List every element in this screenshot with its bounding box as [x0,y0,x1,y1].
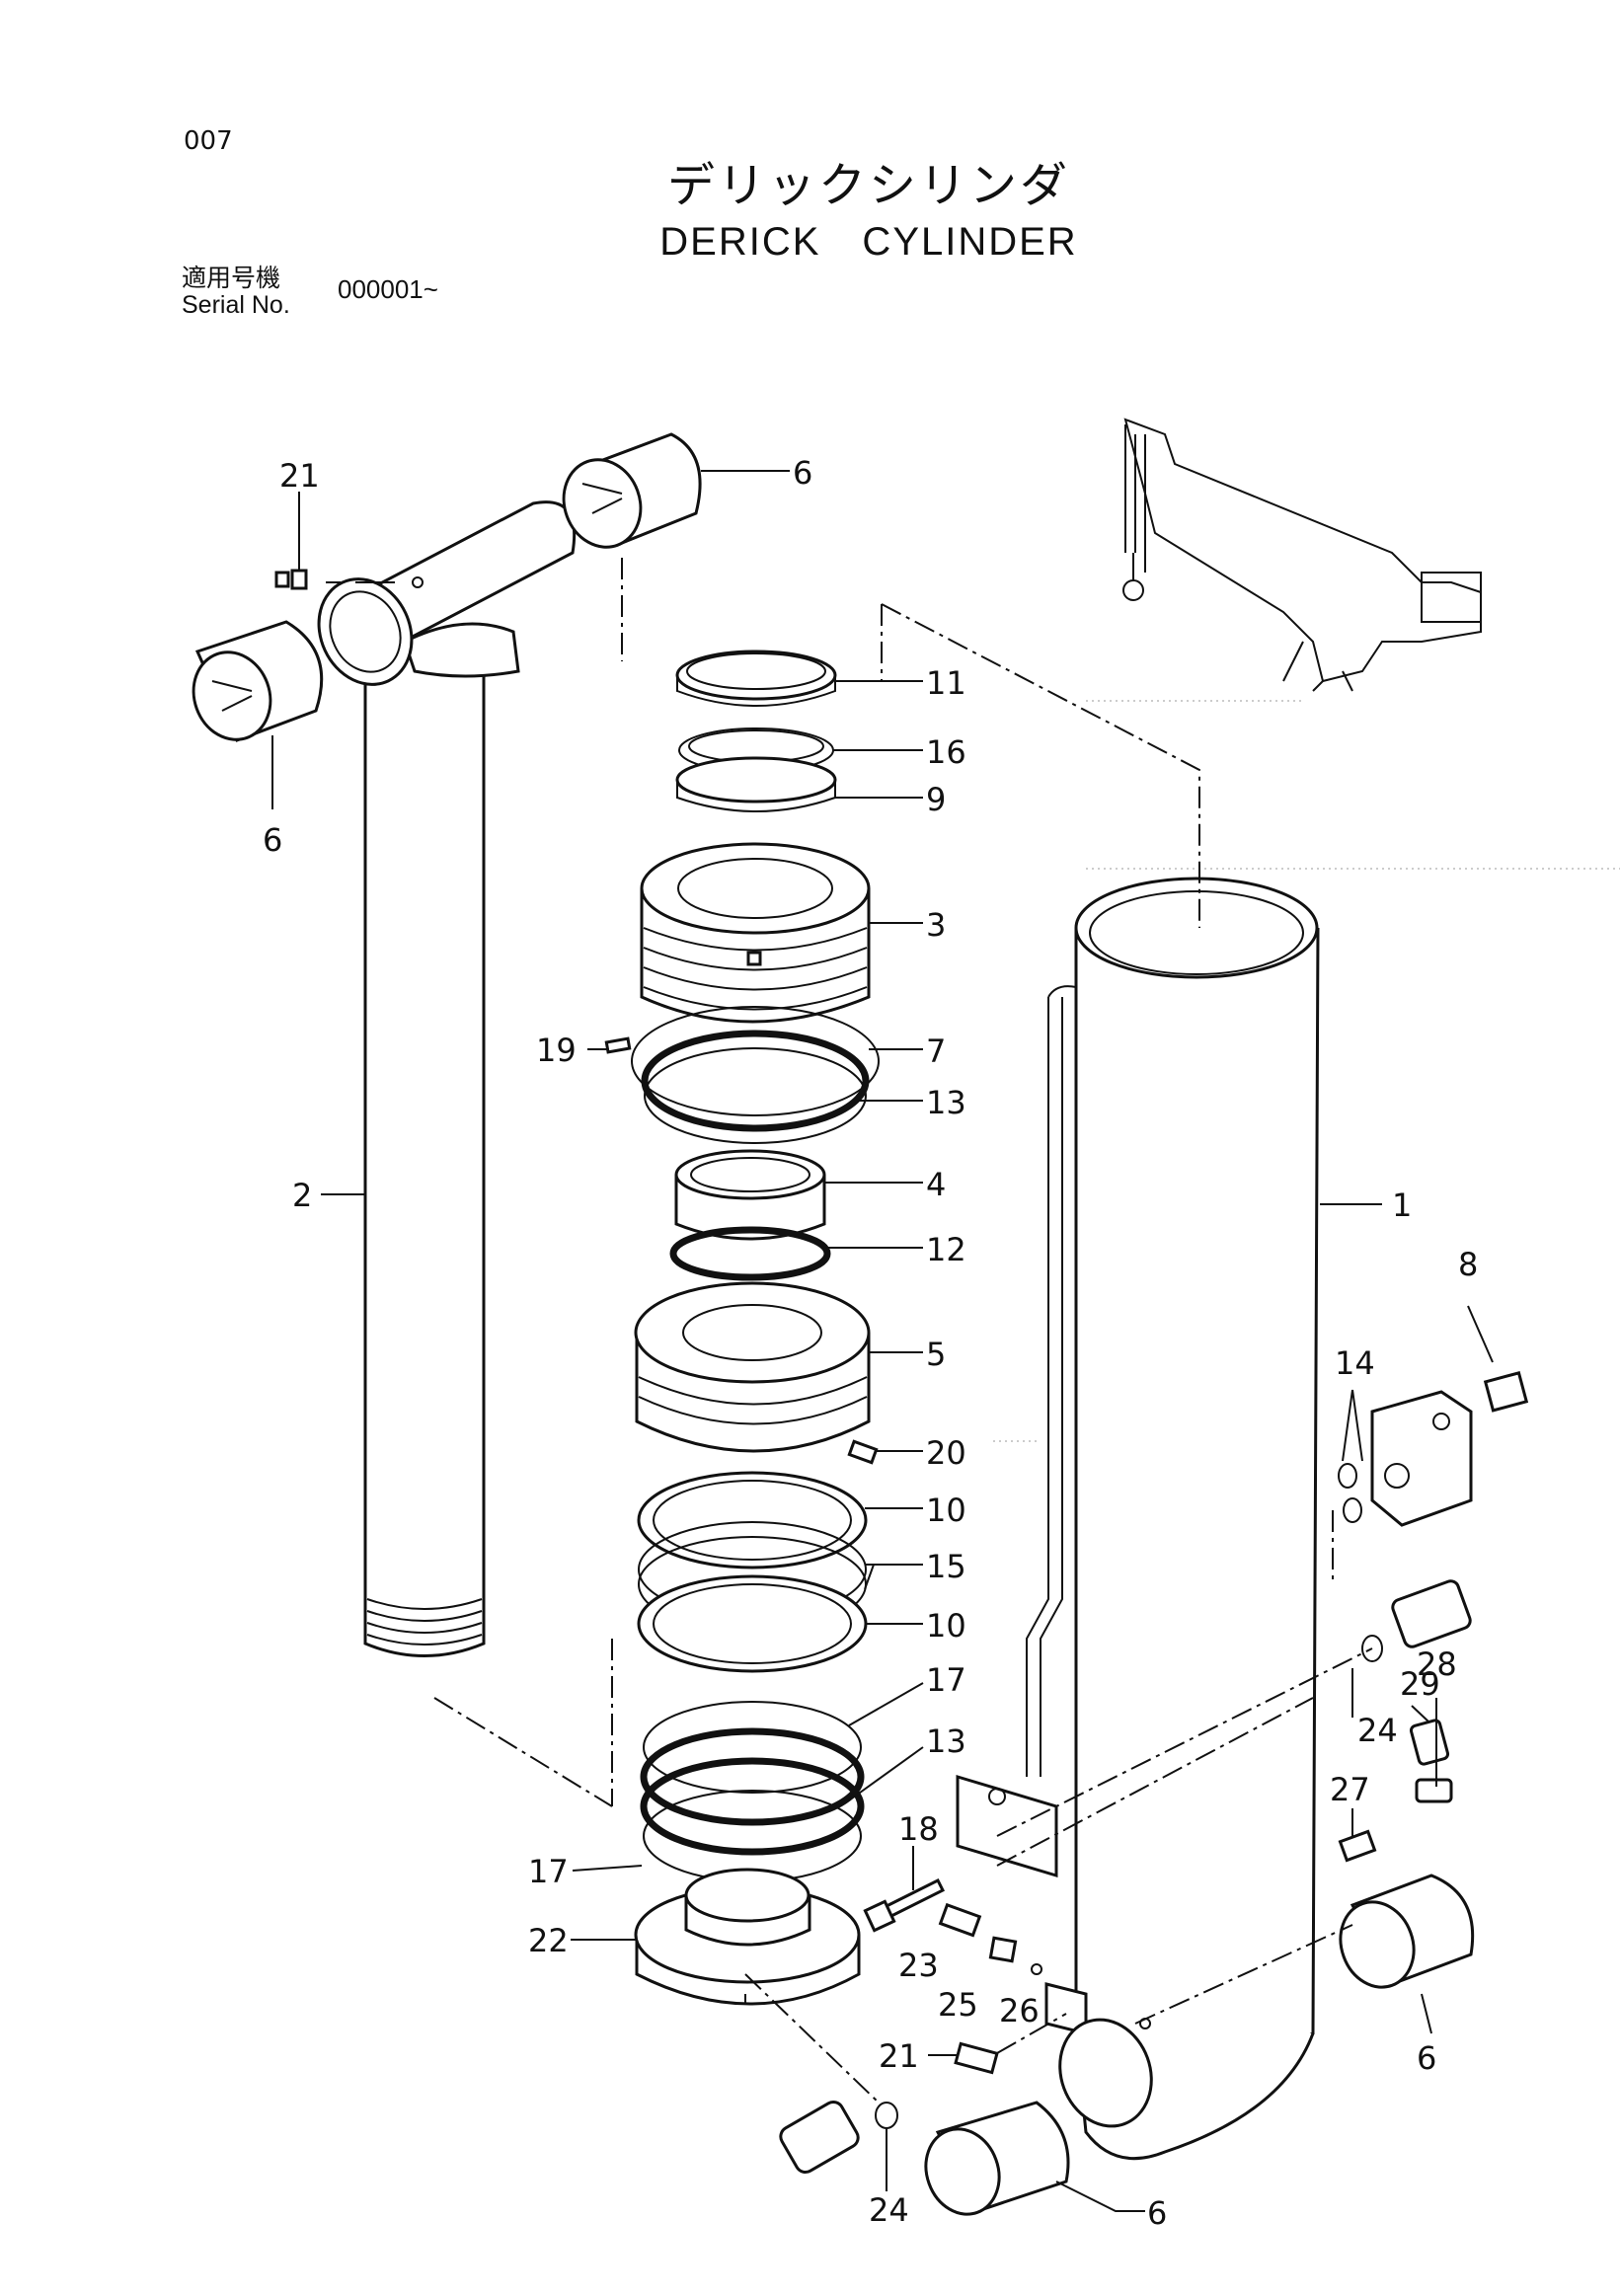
bushing-part-6-left [192,620,324,742]
plug-part-8 [1483,1371,1529,1413]
o-ring-part-12 [669,1226,831,1281]
callout-17-upper: 17 [926,1661,966,1699]
title-japanese: デリックシリンダ [666,158,1070,213]
serial-label-japanese: 適用号機 [182,264,281,292]
backup-ring-part-17-upper [643,1701,862,1794]
bushing-part-6-bottom-right [1339,1874,1475,1989]
callout-5: 5 [926,1336,946,1373]
callout-8: 8 [1458,1246,1478,1283]
callout-18: 18 [898,1810,939,1848]
callout-14: 14 [1335,1344,1375,1382]
piston-rod-part-2 [363,622,520,1657]
callout-21-bottom: 21 [879,2037,919,2075]
callout-23: 23 [898,1947,939,1984]
cylinder-head-part-3 [640,842,871,1024]
callout-11: 11 [926,664,966,702]
bottom-eye [1058,2018,1315,2161]
nut-part-22 [634,1868,861,2006]
callout-27: 27 [1330,1771,1370,1808]
callout-15: 15 [926,1548,966,1585]
callout-6-right: 6 [1417,2039,1436,2077]
ring-part-11 [675,650,837,707]
callout-9: 9 [926,781,946,818]
o-ring-part-24-bottom [875,2102,898,2129]
bolt-part-18 [863,1877,946,1933]
o-ring-part-24-right [1361,1635,1383,1662]
callout-21-top: 21 [279,457,320,495]
callout-6-bottom: 6 [1147,2194,1167,2232]
callout-25: 25 [938,1986,978,2024]
cap-part-29 [1409,1719,1450,1766]
page-number: 007 [184,126,233,156]
callout-26: 26 [999,1992,1040,2029]
callout-17-lower: 17 [528,1853,569,1890]
leader-lines [271,470,1494,2212]
set-screw-part-20 [847,1439,879,1465]
fitting-part-27 [1338,1829,1377,1863]
bushing-part-4 [674,1149,826,1241]
callout-22: 22 [528,1922,569,1959]
callout-4: 4 [926,1166,946,1203]
title-english: DERICK CYLINDER [659,220,1078,264]
cylinder-tube-part-1 [956,877,1320,2065]
callout-24-bottom: 24 [869,2191,909,2229]
wear-ring-part-10-upper [637,1471,868,1569]
crane-thumbnail-illustration [1122,418,1482,692]
seal-part-9 [675,756,837,812]
o-ring-part-13-lower [640,1727,865,1856]
valve-block [1370,1390,1473,1527]
bushing-part-6-top [562,432,702,549]
rod-end-eye [317,500,577,686]
grease-fitting-part-21-top [274,569,308,590]
callout-29: 29 [1400,1665,1440,1703]
callout-6-top: 6 [793,454,812,492]
nut-part-25 [988,1936,1018,1963]
callout-1: 1 [1392,1186,1412,1224]
callout-13-upper: 13 [926,1084,966,1121]
serial-number-value: 000001~ [338,274,438,304]
seal-plate-part-7 [631,1006,880,1144]
callout-7: 7 [926,1033,946,1070]
check-valve [779,2101,860,2174]
callout-10-upper: 10 [926,1492,966,1529]
grease-fitting-part-21-bottom [954,2041,999,2075]
callout-10-lower: 10 [926,1607,966,1645]
callout-28: 28 [1417,1645,1457,1683]
callout-12: 12 [926,1231,966,1268]
adapter-fitting [1391,1579,1472,1648]
callout-13-lower: 13 [926,1722,966,1760]
callout-3: 3 [926,906,946,944]
piston-part-5 [634,1281,871,1453]
ball-part-26 [1031,1963,1042,1975]
connector-part-28 [1415,1778,1453,1803]
callout-2: 2 [292,1177,312,1214]
callout-6-left: 6 [263,821,282,859]
fitting-part-23 [938,1902,982,1938]
wear-ring-part-10-lower [637,1574,868,1673]
callout-19: 19 [536,1032,577,1069]
o-ring-part-14 [1338,1463,1362,1523]
bushing-part-6-bottom [924,2101,1070,2216]
callout-16: 16 [926,733,966,771]
callout-20: 20 [926,1434,966,1472]
serial-label-english: Serial No. [182,291,290,319]
set-screw-part-19 [604,1036,632,1054]
callout-24-right: 24 [1357,1712,1398,1749]
